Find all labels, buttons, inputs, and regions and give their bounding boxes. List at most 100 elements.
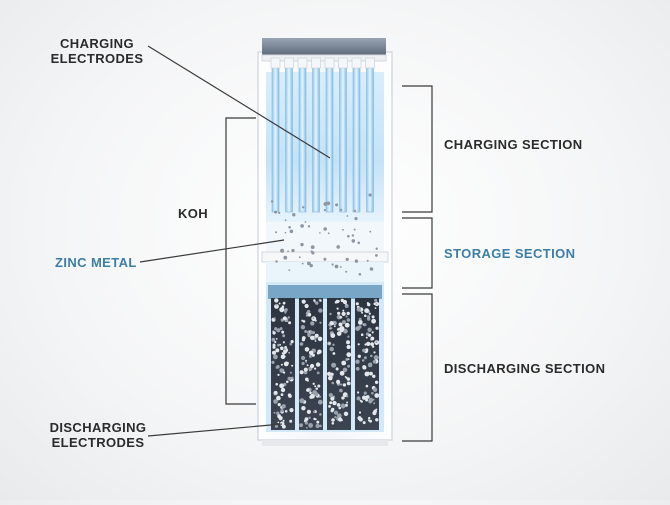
zinc-granule [346, 318, 351, 322]
zinc-granule [319, 299, 322, 302]
zinc-granule [299, 370, 304, 375]
zinc-granule [372, 411, 377, 416]
zinc-granule [283, 371, 286, 374]
zinc-particle [327, 232, 330, 235]
zinc-particle [351, 234, 355, 237]
zinc-particle [289, 229, 294, 234]
zinc-particle [323, 209, 326, 212]
zinc-granule [308, 416, 311, 419]
battery-cap [261, 38, 387, 62]
zinc-granule [338, 417, 343, 422]
zinc-granule [336, 403, 341, 407]
zinc-granule [332, 343, 335, 346]
zinc-granule [281, 404, 286, 409]
zinc-granule [273, 399, 278, 404]
zinc-granule [370, 354, 373, 358]
zinc-granule [373, 355, 379, 361]
zinc-particle [275, 231, 278, 234]
zinc-granule [280, 409, 284, 413]
zinc-granule [279, 383, 284, 389]
zinc-granule [343, 393, 346, 396]
zinc-granule [367, 315, 371, 319]
zinc-granule [299, 423, 303, 428]
zinc-particle [323, 202, 328, 206]
zinc-granule [344, 403, 348, 407]
zinc-granule [317, 349, 322, 354]
zinc-granule [358, 411, 362, 414]
zinc-granule [375, 341, 378, 344]
zinc-granule [274, 424, 278, 428]
zinc-granule [342, 309, 345, 312]
zinc-granule [357, 391, 360, 394]
zinc-granule [375, 418, 379, 422]
charging-electrode-plates [270, 57, 375, 213]
zinc-granule [306, 388, 310, 392]
zinc-granule [303, 367, 308, 372]
zinc-granule [290, 376, 294, 380]
zinc-granule [335, 367, 339, 371]
zinc-particle [347, 234, 350, 238]
koh-bracket [225, 117, 256, 405]
zinc-granule [336, 328, 340, 331]
zinc-granule [344, 304, 349, 308]
zinc-granule [277, 421, 280, 424]
zinc-granule [307, 312, 312, 317]
zinc-particle [334, 264, 339, 269]
zinc-granule [329, 321, 334, 326]
zinc-granule [339, 316, 343, 319]
zinc-granule [330, 396, 335, 401]
zinc-granule [342, 299, 347, 305]
zinc-particle [287, 250, 289, 252]
zinc-granule [329, 401, 333, 405]
zinc-granule [301, 406, 306, 411]
zinc-granule [280, 354, 286, 360]
zinc-granule [291, 364, 294, 367]
zinc-granule [317, 399, 323, 405]
zinc-granule [362, 395, 367, 400]
zinc-granule [276, 328, 281, 333]
zinc-granule [331, 418, 335, 422]
zinc-granule [361, 359, 365, 362]
label-charging-section: CHARGING SECTION [444, 137, 583, 152]
zinc-granule [367, 419, 371, 422]
zinc-granule [284, 309, 287, 313]
charging-plate [271, 61, 280, 213]
zinc-granule [315, 301, 319, 305]
zinc-granule [356, 396, 361, 401]
zinc-metal-leader [139, 239, 285, 263]
zinc-granule [328, 375, 333, 381]
zinc-granule [355, 302, 359, 306]
zinc-granule [374, 298, 378, 302]
zinc-granule [331, 422, 335, 425]
zinc-particle [300, 224, 304, 228]
zinc-granule [284, 346, 287, 349]
plate-connector [365, 57, 375, 69]
zinc-granule [276, 365, 280, 369]
zinc-granule [316, 420, 320, 424]
zinc-granule [346, 395, 349, 398]
zinc-granule [282, 419, 285, 422]
charging-plate [285, 61, 293, 213]
zinc-particle [375, 247, 378, 250]
zinc-granule [341, 311, 346, 316]
zinc-particle [345, 257, 349, 261]
zinc-granule [279, 307, 285, 313]
zinc-granule [346, 344, 351, 350]
zinc-particle [353, 228, 356, 231]
zinc-granule [314, 319, 317, 322]
zinc-granule [342, 383, 347, 387]
zinc-granule [334, 416, 337, 419]
zinc-granule [364, 343, 367, 346]
zinc-granule [314, 340, 317, 342]
zinc-particle [298, 256, 301, 259]
zinc-granule [301, 319, 304, 322]
zinc-granule [299, 342, 304, 346]
zinc-granule [287, 376, 292, 381]
zinc-granule [360, 400, 363, 403]
zinc-granule [328, 342, 331, 345]
zinc-granule [369, 371, 373, 376]
zinc-particle [335, 203, 339, 207]
zinc-granule [280, 387, 286, 393]
zinc-granule [368, 362, 373, 367]
charging-plate [366, 61, 374, 213]
